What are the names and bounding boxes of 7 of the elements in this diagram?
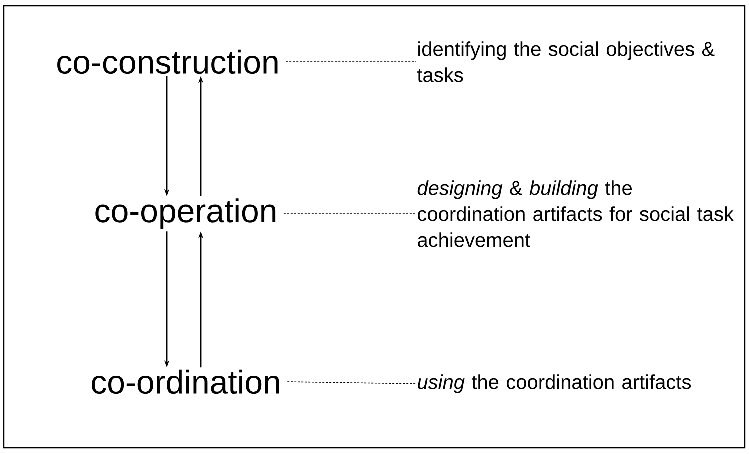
description-text: using the coordination artifacts [418,374,692,394]
connector-line [287,382,416,384]
stage-label: co-operation [96,198,276,230]
description-text: designing & building the coordination artifacts for social task achievement [418,180,734,248]
stage-label: co-ordination [92,370,280,394]
stage-label: co-construction [58,50,278,74]
description-text: identifying the social objectives & tasks [418,42,715,82]
